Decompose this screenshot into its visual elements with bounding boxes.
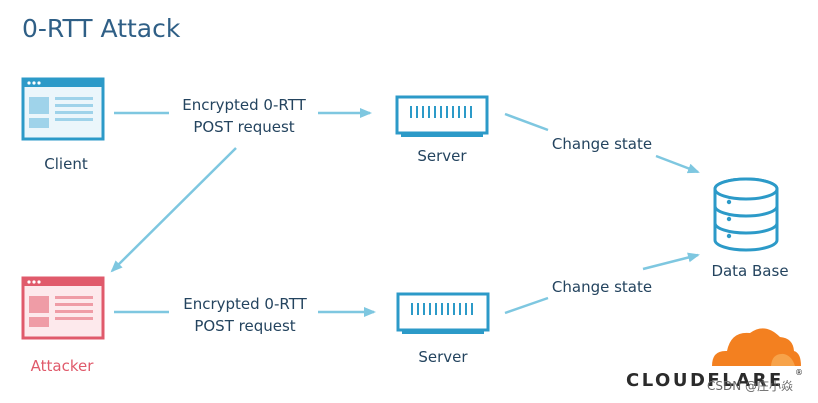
client-label: Client	[44, 155, 88, 173]
bottom-request-label-line-1: Encrypted 0-RTT	[183, 295, 307, 313]
server-bottom-icon	[396, 292, 490, 334]
cloud-icon	[712, 328, 801, 366]
database-icon	[713, 177, 779, 252]
top-change-arrow	[655, 154, 700, 174]
top-change-line-left	[504, 112, 549, 132]
bottom-change-arrow	[642, 252, 700, 271]
server-top-label: Server	[417, 147, 467, 165]
watermark-text: CSDN @庄小焱	[707, 378, 793, 393]
replay-arrow	[110, 147, 237, 273]
bottom-request-label-line-2: POST request	[194, 317, 295, 335]
server-bottom-label: Server	[418, 348, 468, 366]
top-request-label-line-2: POST request	[193, 118, 294, 136]
server-top-icon	[395, 95, 489, 137]
bottom-change-line-left	[504, 296, 549, 315]
attacker-icon	[21, 276, 105, 340]
database-label: Data Base	[711, 262, 788, 280]
attacker-label: Attacker	[31, 357, 95, 375]
top-change-label: Change state	[552, 135, 652, 153]
cloudflare-logo: CLOUDFLARE ®	[626, 328, 803, 391]
top-request-label-line-1: Encrypted 0-RTT	[182, 96, 306, 114]
cloudflare-trademark: ®	[795, 368, 803, 377]
bottom-change-label: Change state	[552, 278, 652, 296]
cloudflare-wordmark: CLOUDFLARE	[626, 370, 784, 391]
client-icon	[21, 77, 105, 141]
page-title: 0-RTT Attack	[22, 14, 181, 43]
